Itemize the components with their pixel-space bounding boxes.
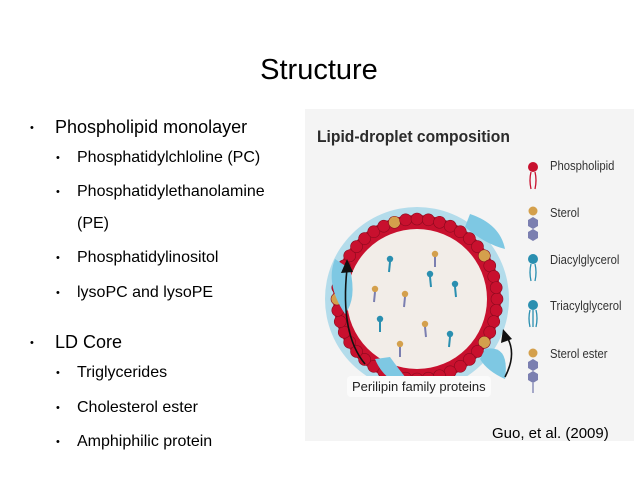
sub-bullet-pc: Phosphatidylchloline (PC) [77, 149, 261, 166]
phospholipid-head [343, 335, 356, 349]
phospholipid-head [478, 249, 491, 263]
arrow [504, 336, 513, 378]
bullet-marker: • [56, 252, 60, 264]
bullet-list: • Phospholipid monolayer • Phosphatidylc… [0, 0, 300, 479]
phospholipid-head [487, 315, 501, 328]
glycerol-molecule [376, 315, 384, 332]
bullet-marker: • [56, 287, 60, 299]
neutral-lipid-core [347, 229, 487, 369]
legend-label-sterol: Sterol [550, 206, 580, 220]
sterol-molecule [371, 285, 379, 303]
bullet-marker: • [30, 337, 34, 349]
phospholipid-head [471, 345, 484, 358]
phospholipid-head [453, 360, 467, 373]
phospholipid-head [489, 304, 503, 317]
phospholipid-icon [528, 162, 538, 190]
bullet-ld-core: LD Core [55, 332, 123, 352]
lipid-droplet-figure: Lipid-droplet composition [305, 109, 634, 441]
phospholipid-head [422, 213, 435, 227]
sterol-molecule [396, 340, 404, 357]
core-lipids [371, 250, 459, 357]
figure-title: Lipid-droplet composition [317, 127, 510, 146]
sterol-icon [528, 206, 538, 241]
legend-label-diacylglycerol: Diacylglycerol [550, 253, 620, 267]
legend-icons [528, 162, 538, 393]
lipid-droplet-illustration [325, 162, 538, 393]
sterol-molecule [421, 320, 429, 338]
phospholipid-head [478, 335, 491, 349]
bullet-phospholipid-monolayer: Phospholipid monolayer [55, 117, 248, 137]
sterol-ester-icon [528, 348, 538, 393]
arrow-head [341, 259, 353, 273]
sub-bullet-pe: Phosphatidylethanolamine [77, 183, 265, 200]
bullet-marker: • [56, 367, 60, 379]
glycerol-molecule [386, 255, 394, 273]
phospholipid-head [358, 232, 371, 245]
phospholipid-head [463, 232, 476, 245]
perilipin-protein [480, 348, 506, 379]
legend-label-phospholipid: Phospholipid [550, 159, 615, 173]
arrow [344, 268, 366, 365]
phospholipid-head [483, 325, 497, 339]
arrow-head [501, 329, 512, 343]
phospholipid-head [350, 240, 363, 253]
phospholipid-head [399, 213, 412, 227]
sub-bullet-cholesterol-ester: Cholesterol ester [77, 399, 198, 416]
diacylglycerol-icon [528, 254, 538, 282]
phospholipid-head [377, 219, 391, 233]
phospholipid-head [471, 240, 484, 253]
bullet-marker: • [30, 122, 34, 134]
bullet-marker: • [56, 186, 60, 198]
phospholipid-head [483, 259, 497, 273]
phospholipid-head [443, 219, 457, 233]
phospholipid-head [463, 353, 476, 366]
sub-bullet-triglycerides: Triglycerides [77, 364, 168, 381]
phospholipid-head [487, 270, 501, 283]
bullet-marker: • [56, 152, 60, 164]
phospholipid-head [433, 215, 446, 229]
perilipin-annotation: Perilipin family proteins [347, 376, 491, 397]
phospholipid-head [490, 292, 504, 306]
legend-label-triacylglycerol: Triacylglycerol [550, 299, 622, 313]
legend-label-sterol-ester: Sterol ester [550, 347, 608, 361]
sub-bullet-pe-continued: (PE) [77, 215, 109, 232]
phospholipid-head [358, 353, 371, 366]
bullet-marker: • [56, 436, 60, 448]
phospholipid-head [333, 315, 347, 328]
phospholipid-head [367, 225, 381, 238]
sterol-molecule [401, 290, 409, 308]
perilipin-protein [465, 214, 505, 249]
glycerol-molecule [426, 270, 434, 288]
sub-bullet-lyso: lysoPC and lysoPE [77, 284, 214, 301]
phospholipid-head [410, 212, 424, 226]
phospholipid-head [388, 215, 401, 229]
slide-title: Structure [260, 54, 378, 86]
phospholipid-head [453, 225, 467, 238]
phospholipid-head [343, 249, 356, 263]
lipid-droplet-diagram [325, 207, 513, 391]
glycerol-molecule [446, 330, 454, 348]
sterol-molecule [431, 250, 439, 267]
glycerol-molecule [451, 280, 459, 298]
sub-bullet-pi: Phosphatidylinositol [77, 249, 219, 266]
citation: Guo, et al. (2009) [492, 425, 609, 442]
triacylglycerol-icon [528, 300, 538, 328]
sub-bullet-amphiphilic-protein: Amphiphilic protein [77, 433, 213, 450]
phospholipid-head [489, 281, 503, 294]
bullet-marker: • [56, 402, 60, 414]
